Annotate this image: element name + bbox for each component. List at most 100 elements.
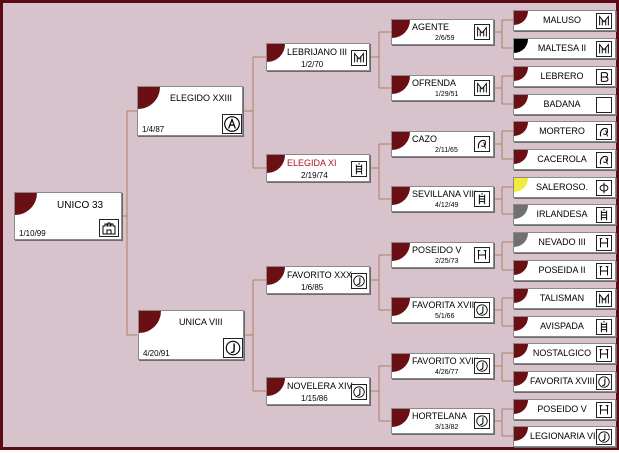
animal-name: LEBRERO <box>540 71 584 81</box>
g5-card[interactable]: FAVORITA XVIII <box>513 371 616 392</box>
g5-card[interactable]: NOSTALGICO <box>513 343 616 364</box>
g5-card[interactable]: MALUSO <box>513 10 616 31</box>
brand-glyph <box>353 275 365 287</box>
brand-glyph <box>598 376 610 388</box>
semicircle-marker <box>514 205 528 219</box>
brand-glyph <box>355 162 363 175</box>
semicircle-marker <box>514 372 528 386</box>
semicircle-marker <box>267 155 285 173</box>
birth-date: 4/20/91 <box>143 349 170 358</box>
animal-name: SEVILLANA VIII <box>412 189 477 199</box>
birth-date: 1/29/51 <box>435 91 459 98</box>
g5-card[interactable]: IRLANDESA <box>513 204 616 225</box>
g5-card[interactable]: POSEIDO V <box>513 399 616 420</box>
g4-card[interactable]: CAZO 2/11/65 <box>391 131 494 157</box>
semicircle-marker <box>392 76 410 94</box>
semicircle-marker <box>514 233 528 247</box>
semicircle-marker <box>514 39 528 53</box>
h-brand-icon <box>596 346 612 362</box>
brand-glyph <box>476 304 488 316</box>
g5-card[interactable]: LEBRERO <box>513 66 616 87</box>
g5-card[interactable]: LEGIONARIA VI <box>513 426 616 447</box>
semicircle-marker <box>514 261 528 275</box>
animal-name: MALUSO <box>542 15 581 25</box>
semicircle-marker <box>392 187 410 205</box>
brand-glyph <box>354 52 364 63</box>
brand-glyph <box>225 340 241 356</box>
semicircle-marker <box>514 427 528 441</box>
semicircle-marker <box>514 400 528 414</box>
animal-name: TALISMAN <box>539 293 585 303</box>
m-brand-icon <box>596 41 612 57</box>
brand-glyph <box>599 293 609 304</box>
g5-card[interactable]: NEVADO III <box>513 232 616 253</box>
m-brand-icon <box>596 13 612 29</box>
brand-glyph <box>599 127 609 137</box>
birth-date: 3/13/82 <box>435 424 459 431</box>
connector-lines <box>122 19 513 437</box>
animal-name: AVISPADA <box>540 321 584 331</box>
animal-name: FAVORITO XVIII <box>412 356 479 366</box>
semicircle-marker <box>138 87 160 109</box>
semicircle-marker <box>392 409 410 427</box>
g5-card[interactable]: MORTERO <box>513 121 616 142</box>
m-brand-icon <box>474 24 490 40</box>
scroll-brand-icon <box>596 152 612 168</box>
brand-glyph <box>476 360 488 372</box>
brand-glyph <box>477 250 487 260</box>
b-brand-icon <box>596 69 612 85</box>
j-brand-icon <box>474 413 490 429</box>
g5-card[interactable]: AVISPADA <box>513 316 616 337</box>
animal-name: POSEIDO V <box>537 404 587 414</box>
sire-card[interactable]: ELEGIDO XXIII 1/4/87 <box>137 86 243 136</box>
animal-name: SALEROSO. <box>535 182 589 192</box>
brand-glyph <box>478 192 486 205</box>
semicircle-marker <box>392 354 410 372</box>
animal-name: FAVORITA XVIII <box>412 300 477 310</box>
animal-name: NOSTALGICO <box>532 348 592 358</box>
brand-glyph <box>477 139 487 149</box>
animal-name: ELEGIDO XXIII <box>170 93 233 103</box>
g5-card[interactable]: SALEROSO. <box>513 177 616 198</box>
brand-glyph <box>476 415 488 427</box>
j-brand-icon <box>474 302 490 318</box>
g5-card[interactable]: BADANA <box>513 94 616 115</box>
semicircle-marker <box>15 193 37 215</box>
animal-name: AGENTE <box>412 22 450 32</box>
g5-card[interactable]: MALTESA II <box>513 38 616 59</box>
ladder-brand-icon <box>596 319 612 335</box>
ladder-brand-icon <box>474 191 490 207</box>
semicircle-marker <box>514 344 528 358</box>
h-brand-icon <box>474 247 490 263</box>
h-brand-icon <box>596 402 612 418</box>
ladder-brand-icon <box>351 161 367 177</box>
birth-date: 1/15/86 <box>301 394 328 403</box>
birth-date: 4/26/77 <box>435 369 459 376</box>
brand-glyph <box>599 43 609 54</box>
birth-date: 2/11/65 <box>435 147 458 154</box>
g5-card[interactable]: CACEROLA <box>513 149 616 170</box>
animal-name: LEBRIJANO III <box>287 47 348 57</box>
g4-card[interactable]: FAVORITO XVIII 4/26/77 <box>391 353 494 379</box>
animal-name: BADANA <box>543 99 581 109</box>
j-brand-icon <box>351 384 367 400</box>
semicircle-marker <box>392 298 410 316</box>
j-brand-icon <box>351 273 367 289</box>
dam-card[interactable]: UNICA VIII 4/20/91 <box>138 310 244 360</box>
root-card[interactable]: UNICO 33 1/10/99 <box>14 192 122 240</box>
animal-name: CAZO <box>412 134 438 144</box>
j-brand-icon <box>596 374 612 390</box>
g5-card[interactable]: TALISMAN <box>513 288 616 309</box>
g5-card[interactable]: POSEIDA II <box>513 260 616 281</box>
